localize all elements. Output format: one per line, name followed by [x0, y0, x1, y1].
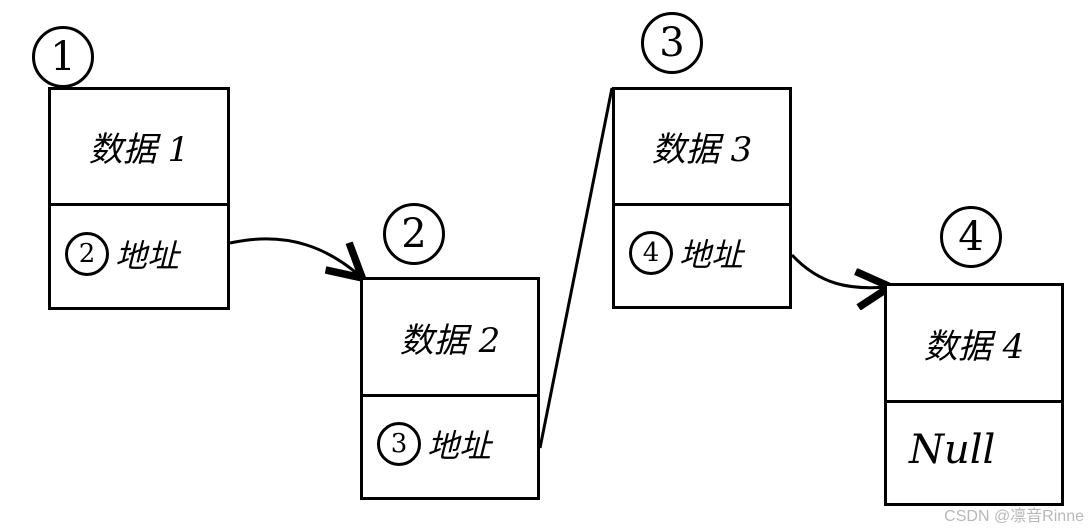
node-2-pointer-number: 3 [377, 422, 421, 466]
node-2-number: 2 [383, 203, 445, 265]
arrow-node1-to-node2 [229, 237, 360, 276]
node-4: 数据 4 Null [884, 283, 1064, 506]
node-4-pointer: Null [887, 397, 1061, 503]
node-3-pointer-label: 地址 [679, 236, 744, 274]
node-3: 数据 3 4 地址 [612, 87, 792, 309]
line-node2-to-node3 [538, 87, 614, 449]
arrow-node3-to-node4 [790, 253, 887, 288]
node-1: 数据 1 2 地址 [48, 87, 230, 310]
node-1-data: 数据 1 [51, 90, 227, 206]
node-4-number: 4 [940, 206, 1002, 268]
node-1-pointer-label: 地址 [115, 236, 180, 275]
node-1-pointer: 2 地址 [51, 200, 227, 307]
node-3-number: 3 [641, 12, 703, 74]
node-3-pointer-number: 4 [629, 231, 673, 275]
watermark: CSDN @凛音Rinne [944, 508, 1084, 525]
node-3-data: 数据 3 [615, 90, 789, 206]
node-1-number: 1 [32, 26, 94, 88]
node-2-pointer-label: 地址 [427, 427, 492, 465]
node-2: 数据 2 3 地址 [360, 277, 540, 500]
node-4-null-label: Null [909, 427, 996, 473]
node-4-data: 数据 4 [887, 286, 1061, 403]
node-3-pointer: 4 地址 [615, 200, 789, 306]
node-1-pointer-number: 2 [65, 231, 109, 276]
node-2-pointer: 3 地址 [363, 391, 537, 497]
node-2-data: 数据 2 [363, 280, 537, 397]
